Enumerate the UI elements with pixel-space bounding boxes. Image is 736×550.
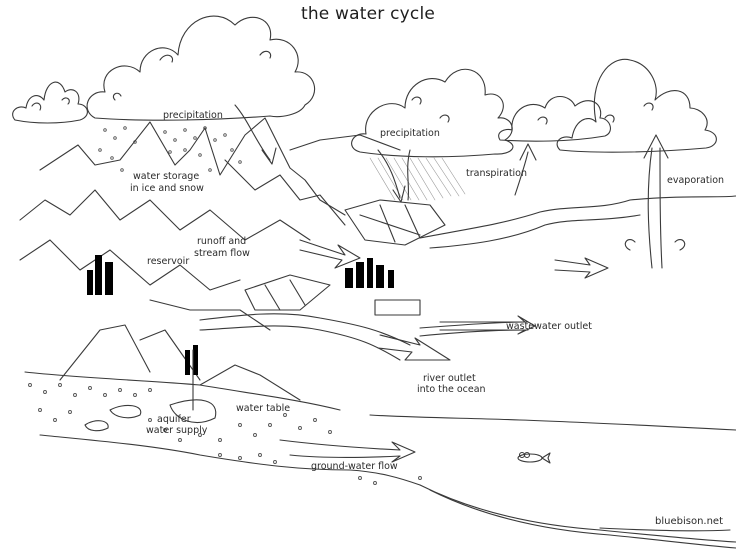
label-transpiration: transpiration bbox=[466, 168, 528, 179]
cloud-icon-far-right bbox=[556, 58, 717, 153]
label-runoff-line2: stream flow bbox=[194, 248, 250, 259]
credit-text: bluebison.net bbox=[655, 516, 723, 527]
city-icon bbox=[87, 255, 421, 375]
diagram-title: the water cycle bbox=[300, 4, 436, 24]
label-aquifer-line1: aquifer bbox=[157, 414, 191, 425]
arrow-icon-wastewater bbox=[439, 315, 536, 335]
cloud-icon-center bbox=[351, 68, 514, 158]
farmland-icon bbox=[244, 199, 446, 311]
cloud-icon-left-large bbox=[86, 15, 315, 121]
label-river-outlet-line2: into the ocean bbox=[417, 384, 486, 395]
label-water-storage-line2: in ice and snow bbox=[130, 183, 204, 194]
label-evaporation: evaporation bbox=[667, 175, 725, 186]
label-groundwater-flow: ground-water flow bbox=[311, 461, 398, 472]
label-river-outlet-line1: river outlet bbox=[423, 373, 476, 384]
arrow-icon-runoff bbox=[299, 239, 361, 269]
hill-icon bbox=[59, 299, 301, 401]
label-water-storage-line1: water storage bbox=[133, 171, 200, 182]
aquifer-layer bbox=[24, 349, 736, 549]
arrow-icon-groundwater bbox=[279, 439, 416, 463]
label-aquifer-line2: water supply bbox=[146, 425, 208, 436]
label-wastewater-outlet: wastewater outlet bbox=[506, 321, 592, 332]
snow-precipitation bbox=[98, 126, 242, 172]
cloud-icon-far-left bbox=[12, 81, 88, 124]
arrow-icon-precipitation-center bbox=[377, 149, 411, 203]
rain-precipitation bbox=[369, 157, 466, 201]
mountain-icon-range bbox=[19, 117, 401, 291]
label-precipitation-center: precipitation bbox=[380, 128, 440, 139]
seafloor-lines bbox=[599, 527, 731, 532]
label-water-table: water table bbox=[236, 403, 291, 414]
aquifer-dots bbox=[28, 383, 422, 485]
arrow-icon-transpiration bbox=[514, 143, 537, 196]
coastline bbox=[369, 414, 736, 431]
arrow-icon-river-outlet bbox=[377, 334, 451, 361]
fish-icon bbox=[517, 451, 551, 464]
arrow-icon-evaporation bbox=[624, 134, 686, 269]
arrow-icon-river-right bbox=[554, 257, 609, 279]
label-precipitation-left: precipitation bbox=[163, 110, 223, 121]
cloud-icon-right bbox=[498, 95, 611, 142]
label-runoff-line1: runoff and bbox=[197, 236, 247, 247]
arrow-icon-precipitation-left bbox=[234, 104, 277, 165]
label-reservoir: reservoir bbox=[147, 256, 190, 267]
